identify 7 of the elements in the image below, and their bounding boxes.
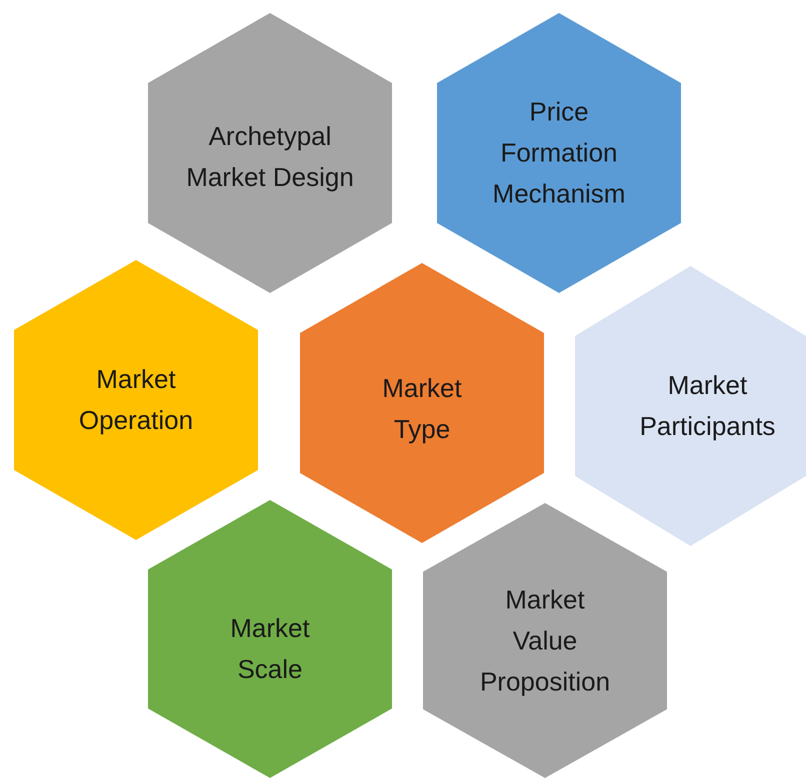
hexagon-label: Market Operation <box>78 363 194 437</box>
hexagon-label: Market Participants <box>638 369 776 443</box>
hexagon-label: Archetypal Market Design <box>185 120 355 194</box>
hexagon-label: Market Scale <box>229 612 311 686</box>
hexagon-label: Market Value Proposition <box>478 583 612 698</box>
hexagon-label: Market Type <box>381 372 463 446</box>
hexagon-label: Price Formation Mechanism <box>492 96 626 210</box>
